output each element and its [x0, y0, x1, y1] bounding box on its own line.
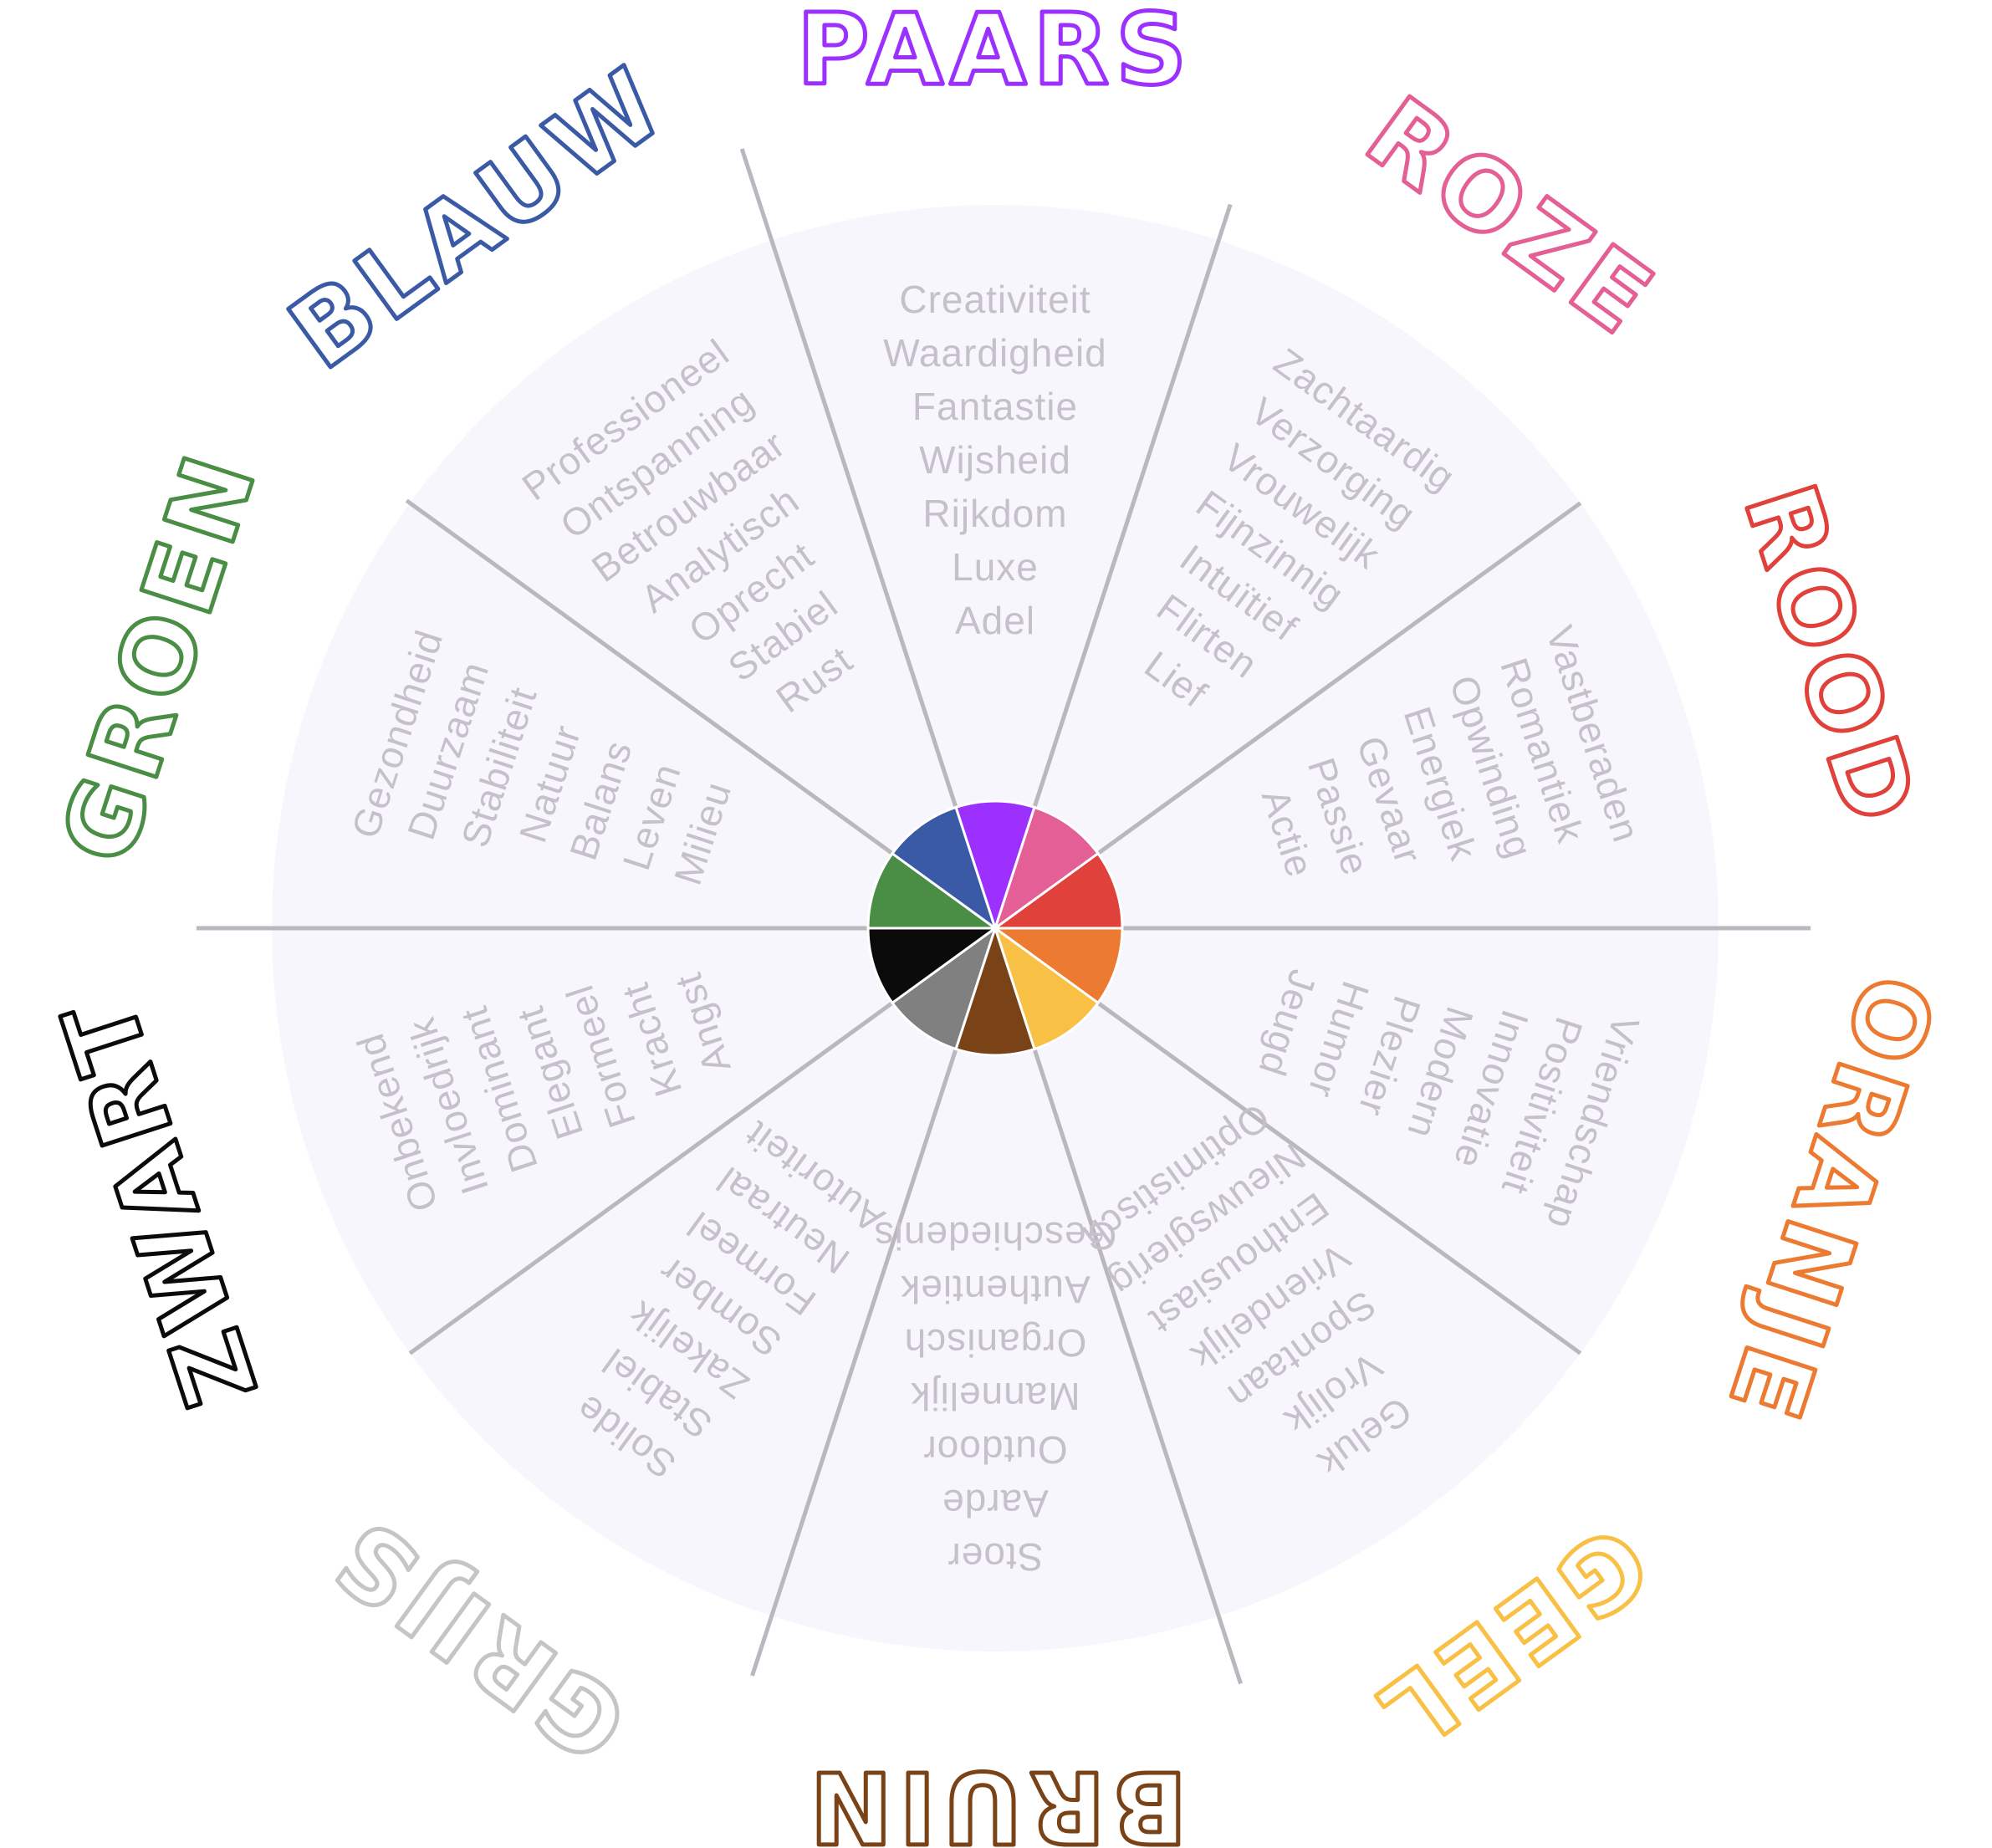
keyword: Mannelijk	[910, 1375, 1080, 1418]
pie-slice-rood	[991, 851, 1124, 930]
pie-slice-grijs	[890, 925, 998, 1051]
keyword: Rijkdom	[922, 492, 1067, 535]
keyword: Aarde	[942, 1482, 1049, 1525]
keyword: Stoer	[947, 1535, 1044, 1579]
pie-slice-groen	[866, 851, 999, 930]
keyword: Waardigheid	[883, 331, 1107, 375]
keyword: Creativiteit	[899, 278, 1090, 321]
title-rood: ROOD	[1722, 471, 1940, 841]
title-oranje: ORANJE	[1704, 962, 1957, 1437]
title-grijs: GRIJS	[309, 1494, 648, 1784]
keyword: Organisch	[904, 1321, 1087, 1365]
divider-lines	[197, 148, 1811, 1685]
pie-slice-zwart	[866, 927, 999, 1005]
divider-line	[739, 148, 998, 929]
title-paars: PAARS	[797, 0, 1193, 107]
pie-slice-roze	[993, 805, 1101, 932]
keyword: Wijsheid	[919, 438, 1071, 482]
keyword: Luxe	[952, 545, 1039, 589]
divider-line	[993, 927, 1243, 1685]
keyword: Geschiedenis	[874, 1214, 1117, 1258]
title-geel: GEEL	[1354, 1503, 1669, 1775]
pie-slice-geel	[993, 925, 1101, 1051]
pie-slice-paars	[954, 799, 1036, 932]
pie-slice-oranje	[991, 927, 1124, 1005]
keyword: Adel	[955, 599, 1035, 642]
divider-line	[750, 927, 998, 1677]
keywords-paars: CreativiteitWaardigheidFantastieWijsheid…	[883, 278, 1107, 642]
pie-slice-blauw	[890, 805, 998, 932]
title-zwart: ZWART	[38, 980, 279, 1420]
center-color-pie	[866, 799, 1124, 1057]
keyword: Outdoor	[922, 1428, 1067, 1472]
title-groen: GROEN	[38, 437, 279, 876]
title-bruin: BRUIN	[803, 1749, 1187, 1848]
keyword: Fantastie	[912, 385, 1078, 428]
title-roze: ROZE	[1346, 74, 1678, 359]
keywords-bruin: Stoer Aarde Outdoor Mannelijk Organisch Authe…	[874, 1214, 1117, 1579]
keyword: Authentiek	[900, 1268, 1090, 1311]
pie-slice-bruin	[954, 924, 1036, 1057]
